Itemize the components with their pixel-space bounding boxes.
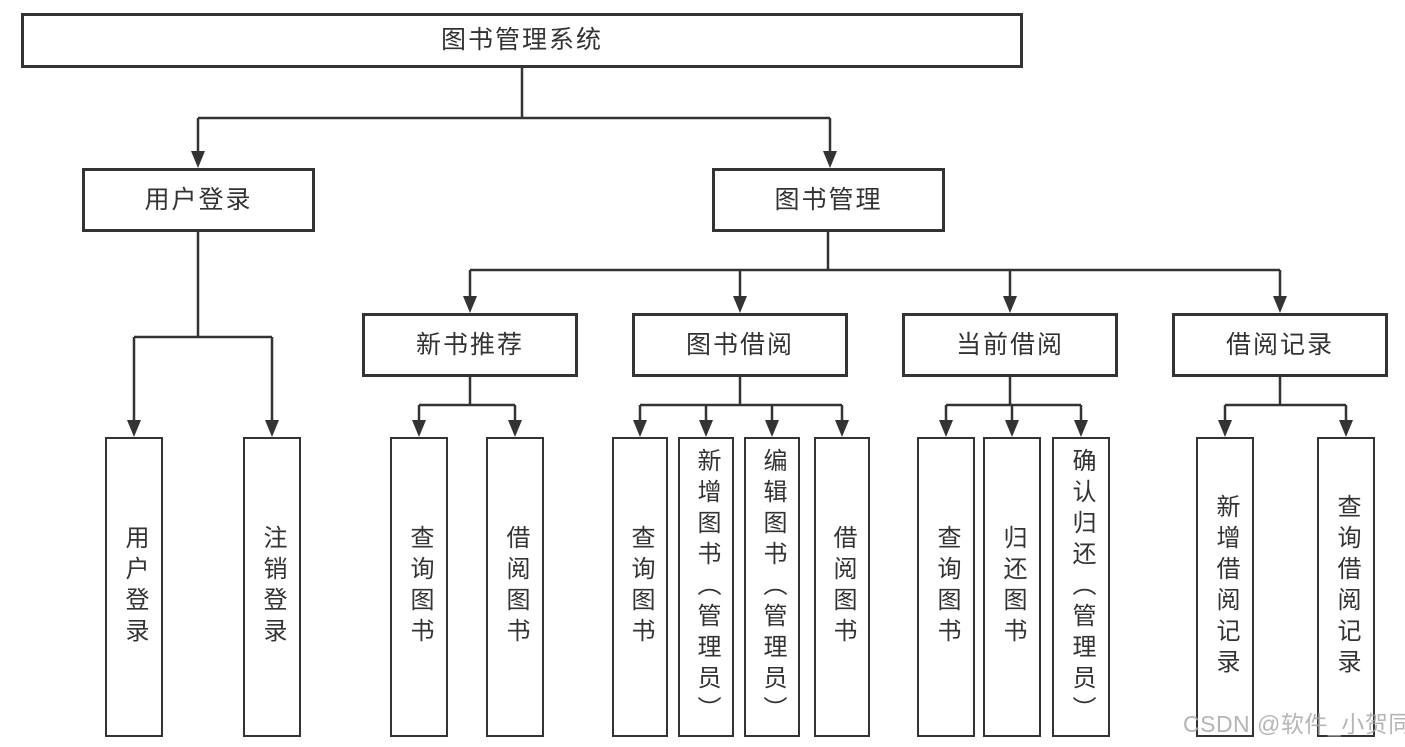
leaf-user-login: 用户登录 — [105, 437, 163, 737]
leaf-recommend-query-books: 查询图书 — [390, 437, 448, 737]
node-current-borrowing: 当前借阅 — [902, 313, 1118, 377]
arrowhead-icon — [127, 151, 1353, 437]
csdn-watermark: CSDN @软件_小贺同学 — [1183, 711, 1405, 737]
leaf-borrowing-add-books-admin: 新增图书（管理员） — [678, 437, 734, 737]
connector-segments — [132, 68, 1348, 422]
node-new-book-recommend: 新书推荐 — [362, 313, 578, 377]
node-user-login: 用户登录 — [82, 168, 315, 232]
node-book-management: 图书管理 — [712, 168, 945, 232]
node-borrow-records: 借阅记录 — [1172, 313, 1388, 377]
leaf-current-confirm-return-admin: 确认归还（管理员） — [1052, 437, 1110, 737]
node-library-system: 图书管理系统 — [21, 13, 1023, 68]
leaf-borrowing-edit-books-admin: 编辑图书（管理员） — [744, 437, 800, 737]
leaf-logout: 注销登录 — [243, 437, 301, 737]
leaf-records-query-record: 查询借阅记录 — [1317, 437, 1375, 737]
leaf-recommend-borrow-books: 借阅图书 — [486, 437, 544, 737]
leaf-current-return-books: 归还图书 — [983, 437, 1041, 737]
leaf-borrowing-query-books: 查询图书 — [612, 437, 668, 737]
leaf-borrowing-borrow-books: 借阅图书 — [814, 437, 870, 737]
node-book-borrowing: 图书借阅 — [632, 313, 848, 377]
leaf-current-query-books: 查询图书 — [917, 437, 975, 737]
leaf-records-add-record: 新增借阅记录 — [1196, 437, 1254, 737]
